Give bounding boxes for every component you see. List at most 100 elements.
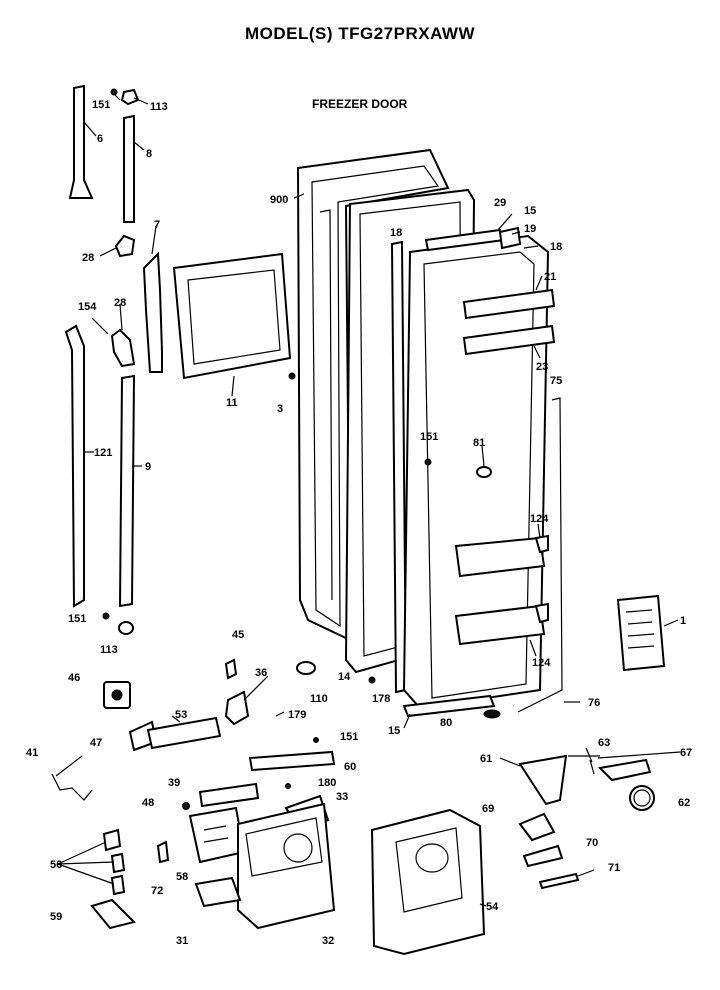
plug-81 — [476, 466, 492, 478]
tray-31 — [194, 876, 242, 908]
callout-63: 63 — [598, 737, 610, 749]
callout-31: 31 — [176, 935, 188, 947]
callout-67: 67 — [680, 747, 692, 759]
bin-124-upper — [454, 534, 549, 578]
callout-23: 23 — [536, 361, 548, 373]
seal-62 — [629, 785, 655, 811]
shelf-19 — [498, 226, 522, 250]
lever-69 — [518, 812, 556, 842]
callout-60: 60 — [344, 761, 356, 773]
screw-154 — [91, 317, 109, 335]
housing-32 — [237, 802, 336, 930]
callout-53: 53 — [175, 709, 187, 721]
hinge-cap-113-bottom — [118, 621, 134, 635]
callout-151c: 151 — [68, 613, 86, 625]
callout-29: 29 — [494, 197, 506, 209]
callout-71: 71 — [608, 862, 620, 874]
shelf-21 — [462, 288, 556, 320]
assembly-title: FREEZER DOOR — [312, 97, 408, 111]
handle-7 — [142, 251, 163, 373]
screw-151-dispenser — [313, 737, 319, 743]
callout-46: 46 — [68, 672, 80, 684]
spring-63 — [589, 759, 595, 775]
callout-33: 33 — [336, 791, 348, 803]
trim-strip-121 — [64, 324, 85, 608]
trim-strip-9 — [118, 374, 136, 608]
callout-1: 1 — [680, 615, 686, 627]
callout-900: 900 — [270, 194, 288, 206]
bin-124-lower — [454, 602, 549, 646]
callout-48: 48 — [142, 797, 154, 809]
callout-14: 14 — [338, 671, 351, 683]
hinge-cap-113-top — [120, 88, 140, 106]
callout-45: 45 — [232, 629, 244, 641]
callout-32: 32 — [322, 935, 334, 947]
chute-61 — [518, 754, 568, 806]
callout-124: 124 — [530, 513, 549, 525]
control-board-58 — [188, 806, 246, 864]
callout-61: 61 — [480, 753, 492, 765]
callout-81: 81 — [473, 437, 485, 449]
screw-179 — [275, 711, 285, 717]
hinge-28-top — [114, 234, 136, 258]
clip-48 — [182, 802, 190, 810]
callout-28b: 28 — [114, 297, 126, 309]
callout-36: 36 — [255, 667, 267, 679]
strip-39 — [198, 782, 260, 808]
callout-58: 58 — [176, 871, 188, 883]
spring-41 — [51, 773, 93, 801]
rod-71 — [538, 872, 580, 890]
switch-45 — [224, 658, 238, 680]
callout-151d: 151 — [340, 731, 358, 743]
model-title: MODEL(S) TFG27PRXAWW — [244, 24, 476, 43]
callout-113: 113 — [150, 101, 168, 113]
pad-59 — [90, 898, 136, 930]
callout-178: 178 — [372, 693, 390, 705]
lever-70 — [522, 844, 564, 868]
screw-180 — [285, 783, 291, 789]
callout-7: 7 — [154, 219, 160, 231]
trim-strip-6 — [68, 84, 94, 199]
screw-178 — [368, 676, 376, 684]
clip-80 — [483, 709, 501, 719]
callout-124b: 124 — [532, 657, 551, 669]
callout-110: 110 — [310, 693, 328, 705]
callout-151: 151 — [92, 99, 110, 111]
tube-75 — [517, 397, 563, 713]
hinge-28-lower — [110, 328, 136, 368]
dispenser-cover-54 — [370, 808, 486, 956]
callout-15b: 15 — [388, 725, 400, 737]
callout-6: 6 — [97, 133, 103, 145]
callout-179: 179 — [288, 709, 306, 721]
callout-19: 19 — [524, 223, 536, 235]
callout-76: 76 — [588, 697, 600, 709]
handle-bar-60 — [248, 750, 336, 772]
selector-46 — [103, 681, 131, 709]
callout-9: 9 — [145, 461, 151, 473]
knob-110 — [296, 661, 316, 675]
callout-113b: 113 — [100, 644, 118, 656]
callout-75: 75 — [550, 375, 562, 387]
leader-lines — [55, 93, 681, 907]
owner-manual-1 — [616, 594, 666, 672]
shelf-23 — [462, 324, 556, 356]
callout-3: 3 — [277, 403, 283, 415]
callout-121: 121 — [94, 447, 112, 459]
callout-18b: 18 — [550, 241, 562, 253]
callout-59: 59 — [50, 911, 62, 923]
callout-154: 154 — [78, 301, 97, 313]
callout-151b: 151 — [420, 431, 438, 443]
callout-70: 70 — [586, 837, 598, 849]
callout-180: 180 — [318, 777, 336, 789]
callout-11: 11 — [226, 397, 238, 409]
callout-15: 15 — [524, 205, 536, 217]
callout-39: 39 — [168, 777, 180, 789]
parts-56 — [102, 828, 126, 896]
screw-151-top — [110, 88, 118, 96]
callout-8: 8 — [146, 148, 152, 160]
trim-strip-8 — [123, 114, 135, 223]
callout-18: 18 — [390, 227, 402, 239]
callout-72: 72 — [151, 885, 163, 897]
callout-28: 28 — [82, 252, 94, 264]
